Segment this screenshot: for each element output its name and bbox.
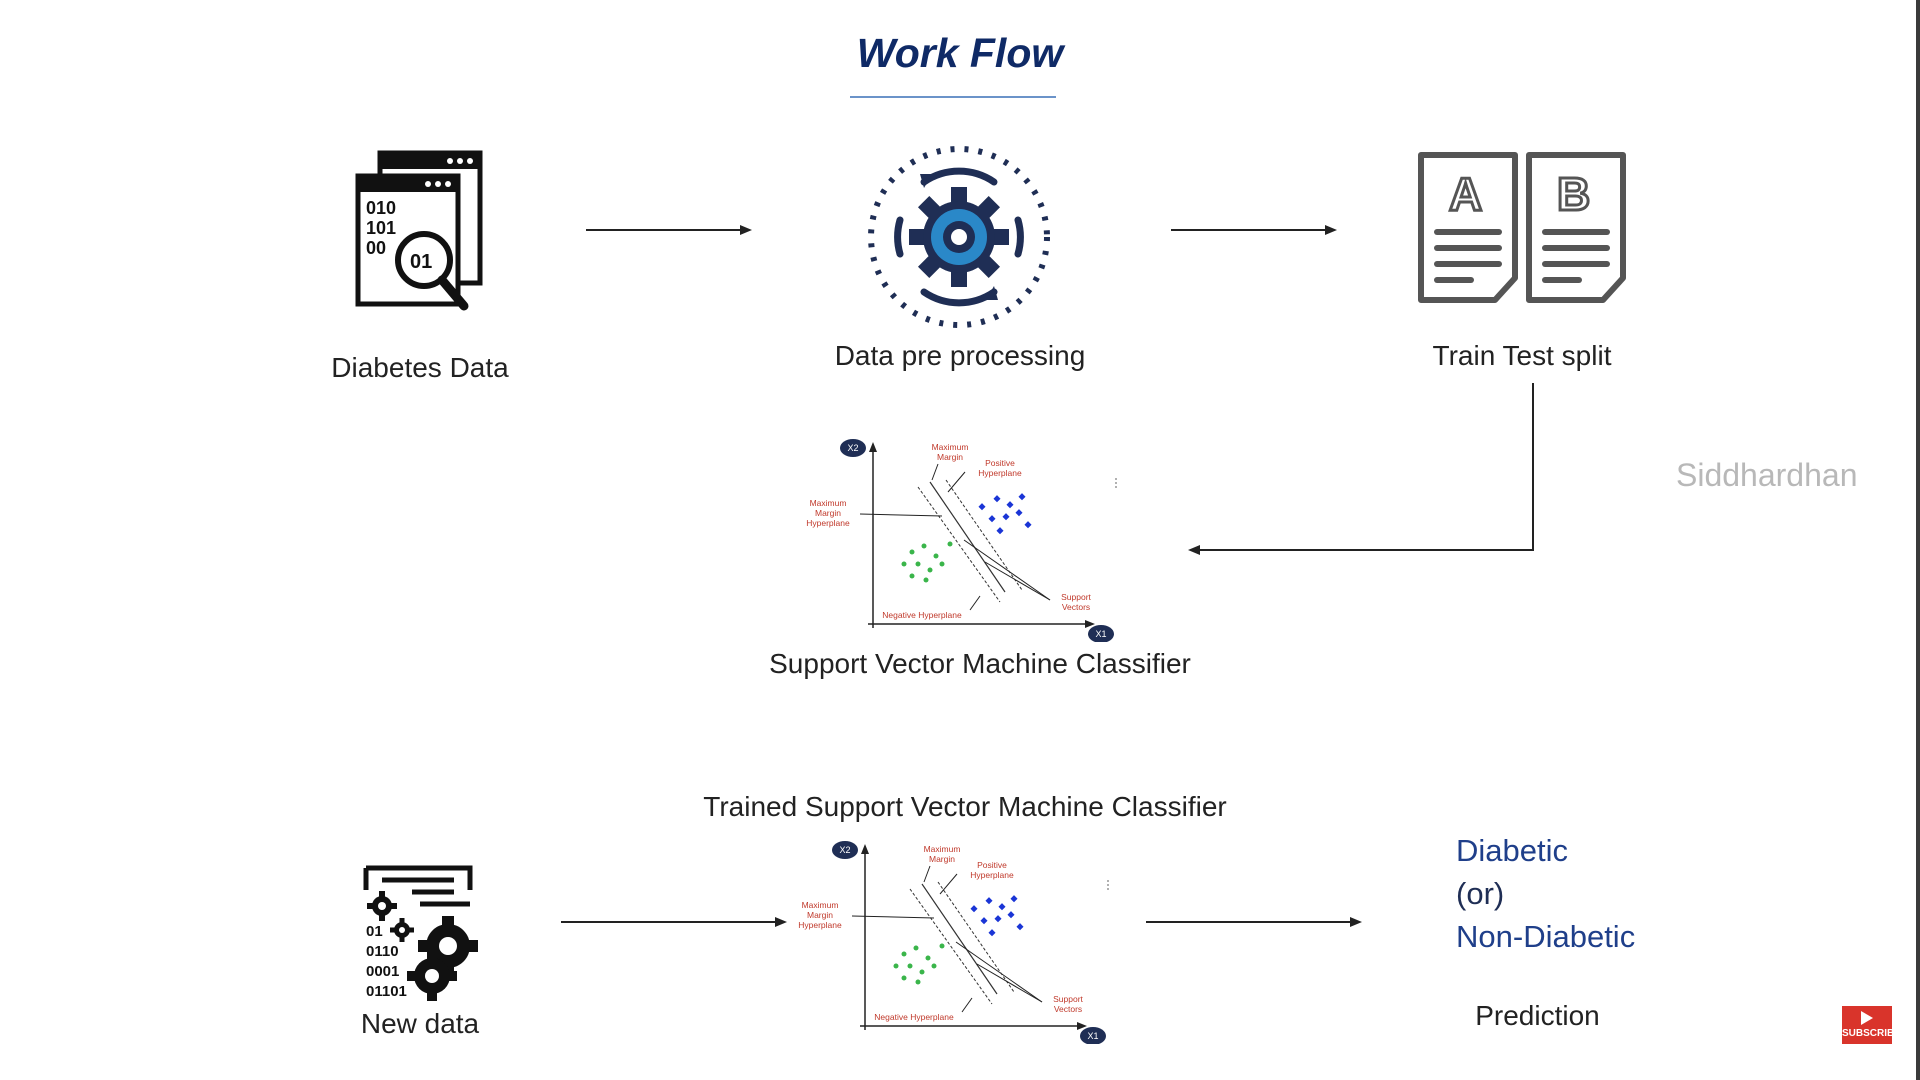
doc-b-letter: B <box>1557 168 1590 220</box>
annotation-support-vectors: Support <box>1053 994 1083 1004</box>
annotation-max-margin-hyperplane: Margin <box>807 910 833 920</box>
x-axis-label: X1 <box>1087 1031 1098 1041</box>
annotation-max-margin: Maximum <box>924 844 961 854</box>
flow-arrow <box>1171 225 1337 235</box>
annotation-positive-hyperplane: Positive <box>977 860 1007 870</box>
annotation-support-vectors: Vectors <box>1062 602 1090 612</box>
step-label-diabetes-data: Diabetes Data <box>331 352 509 383</box>
step-label-prediction: Prediction <box>1475 1000 1600 1031</box>
data-gears-icon: 01 0110 0001 01101 <box>360 862 480 1002</box>
flow-arrow <box>561 917 787 927</box>
flow-arrow <box>1146 917 1362 927</box>
watermark: Siddhardhan <box>1676 457 1858 493</box>
annotation-support-vectors: Vectors <box>1054 1004 1082 1014</box>
step-label-trained-svm: Trained Support Vector Machine Classifie… <box>703 791 1227 822</box>
title-underline <box>850 96 1056 98</box>
svm-plot: X2 X1 Maximum Margin Positive Hyperplane… <box>800 432 1130 643</box>
x-axis-badge <box>1080 1027 1106 1045</box>
binary-row: 01 <box>366 923 383 940</box>
annotation-support-vectors: Support <box>1061 592 1091 602</box>
flow-arrow-elbow <box>1188 383 1534 555</box>
y-axis-label: X2 <box>847 443 858 453</box>
annotation-max-margin: Margin <box>929 854 955 864</box>
annotation-negative-hyperplane: Negative Hyperplane <box>882 610 962 620</box>
annotation-max-margin: Maximum <box>932 442 969 452</box>
annotation-positive-hyperplane: Hyperplane <box>970 870 1014 880</box>
database-search-icon: 010 101 00 01 <box>350 148 490 323</box>
x-axis-label: X1 <box>1095 629 1106 639</box>
play-icon <box>1861 1011 1873 1025</box>
step-label-svm: Support Vector Machine Classifier <box>769 648 1191 679</box>
x-axis-badge <box>1088 625 1114 643</box>
subscribe-button[interactable]: SUBSCRIBE <box>1842 1006 1901 1044</box>
y-axis-badge <box>832 841 858 859</box>
step-label-new-data: New data <box>360 1008 480 1039</box>
step-label-preprocessing: Data pre processing <box>834 340 1086 371</box>
documents-ab-icon: A B <box>1415 150 1635 320</box>
binary-row: 01101 <box>366 983 407 1000</box>
trained-svm-plot: X2 X1 Maximum Margin Positive Hyperplane… <box>792 834 1122 1045</box>
annotation-positive-hyperplane: Hyperplane <box>978 468 1022 478</box>
annotation-max-margin-hyperplane: Maximum <box>810 498 847 508</box>
outcome-or: (or) <box>1456 876 1505 911</box>
doc-a-letter: A <box>1449 168 1482 220</box>
outcome-non-diabetic: Non-Diabetic <box>1456 919 1636 954</box>
annotation-max-margin-hyperplane: Maximum <box>802 900 839 910</box>
annotation-max-margin: Margin <box>937 452 963 462</box>
flow-arrow <box>586 225 752 235</box>
window-edge <box>1916 0 1920 1080</box>
annotation-max-margin-hyperplane: Margin <box>815 508 841 518</box>
y-axis-label: X2 <box>839 845 850 855</box>
binary-row: 00 <box>366 238 386 258</box>
lens-text: 01 <box>410 251 432 273</box>
y-axis-badge <box>840 439 866 457</box>
annotation-positive-hyperplane: Positive <box>985 458 1015 468</box>
subscribe-label: SUBSCRIBE <box>1842 1028 1901 1039</box>
binary-row: 0110 <box>366 943 399 960</box>
annotation-negative-hyperplane: Negative Hyperplane <box>874 1012 954 1022</box>
annotation-max-margin-hyperplane: Hyperplane <box>806 518 850 528</box>
binary-row: 0001 <box>366 963 399 980</box>
binary-row: 101 <box>366 218 396 238</box>
gear-processing-icon <box>862 140 1057 335</box>
page-title: Work Flow <box>856 30 1064 76</box>
binary-row: 010 <box>366 198 396 218</box>
step-label-split: Train Test split <box>1432 340 1612 371</box>
outcome-diabetic: Diabetic <box>1456 833 1568 868</box>
annotation-max-margin-hyperplane: Hyperplane <box>798 920 842 930</box>
